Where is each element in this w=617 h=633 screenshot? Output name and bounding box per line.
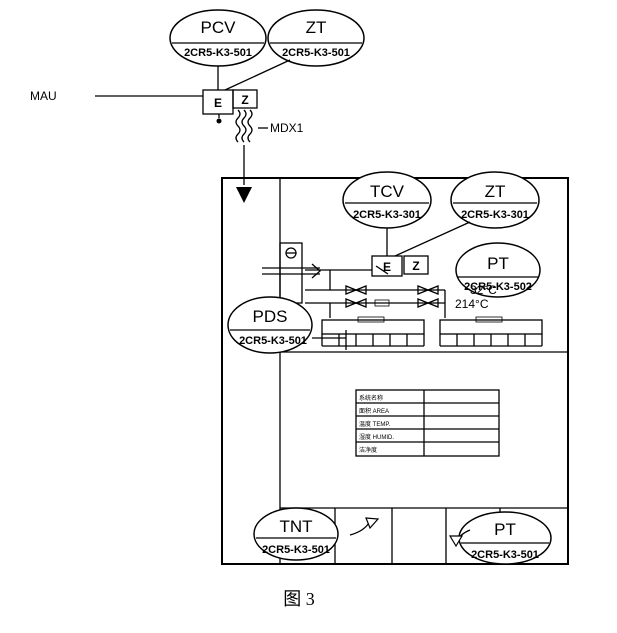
tnt-bubble: TNT 2CR5-K3-501 <box>253 507 339 561</box>
pcv-tag: 2CR5-K3-501 <box>184 47 252 59</box>
area-row-3: 湿度 HUMID. <box>359 433 394 441</box>
temp-214: 214°C <box>455 297 489 311</box>
zt-mid-name: ZT <box>485 182 506 201</box>
pds-bubble: PDS 2CR5-K3-501 <box>227 296 313 354</box>
airflow-arrow <box>236 187 252 203</box>
tnt-name: TNT <box>279 517 312 536</box>
actuator-top-z: Z <box>241 93 248 107</box>
pds-name: PDS <box>253 307 288 326</box>
damper-pivot <box>216 118 222 124</box>
actuator-mid-e: E <box>383 260 391 274</box>
area-table: 系统名称 面积 AREA 温度 TEMP. 湿度 HUMID. 洁净度 <box>355 389 500 457</box>
temp-32: 32°C <box>470 283 497 297</box>
figure-caption: 图 3 <box>283 589 315 609</box>
pt-mid-tag: 2CR5-K3-502 <box>464 281 532 293</box>
actuator-top-e: E <box>214 96 222 110</box>
pcv-name: PCV <box>201 18 237 37</box>
zt-mid-bubble: ZT 2CR5-K3-301 <box>450 171 540 229</box>
return-arrow-left <box>349 520 371 536</box>
coil-right <box>439 316 543 347</box>
actuator-top: E Z <box>202 89 258 115</box>
pt-bot-name: PT <box>494 520 516 539</box>
tcv-tag: 2CR5-K3-301 <box>353 209 421 221</box>
tcv-bubble: TCV 2CR5-K3-301 <box>342 171 432 229</box>
pt-bot-bubble: PT 2CR5-K3-501 <box>458 511 552 565</box>
zt-top-bubble: ZT 2CR5-K3-501 <box>267 9 365 67</box>
pt-mid-bubble: PT 2CR5-K3-502 <box>455 242 541 298</box>
pt-mid-name: PT <box>487 254 509 273</box>
area-row-2: 温度 TEMP. <box>359 420 391 428</box>
cabinet-outline <box>221 177 569 565</box>
area-row-4: 洁净度 <box>359 446 377 454</box>
zt-top-tag: 2CR5-K3-501 <box>282 47 350 59</box>
pt-bot-tag: 2CR5-K3-501 <box>471 549 539 561</box>
mau-label: MAU <box>30 89 57 103</box>
zt-mid-tag: 2CR5-K3-301 <box>461 209 529 221</box>
pds-tag: 2CR5-K3-501 <box>239 335 307 347</box>
area-row-1: 面积 AREA <box>359 407 389 415</box>
area-row-0: 系统名称 <box>359 394 383 402</box>
coil-left <box>321 316 425 347</box>
zt-top-name: ZT <box>306 18 327 37</box>
zt-top-signal-line <box>224 59 291 91</box>
actuator-mid: E Z <box>371 255 429 277</box>
mdx-label: MDX1 <box>270 121 304 135</box>
filter-sensor <box>262 242 321 304</box>
tnt-tag: 2CR5-K3-501 <box>262 544 330 556</box>
pcv-bubble: PCV 2CR5-K3-501 <box>169 9 267 67</box>
flex-duct-top <box>235 109 253 143</box>
tcv-name: TCV <box>370 182 405 201</box>
coil-piping <box>305 265 446 318</box>
actuator-mid-z: Z <box>412 259 419 273</box>
